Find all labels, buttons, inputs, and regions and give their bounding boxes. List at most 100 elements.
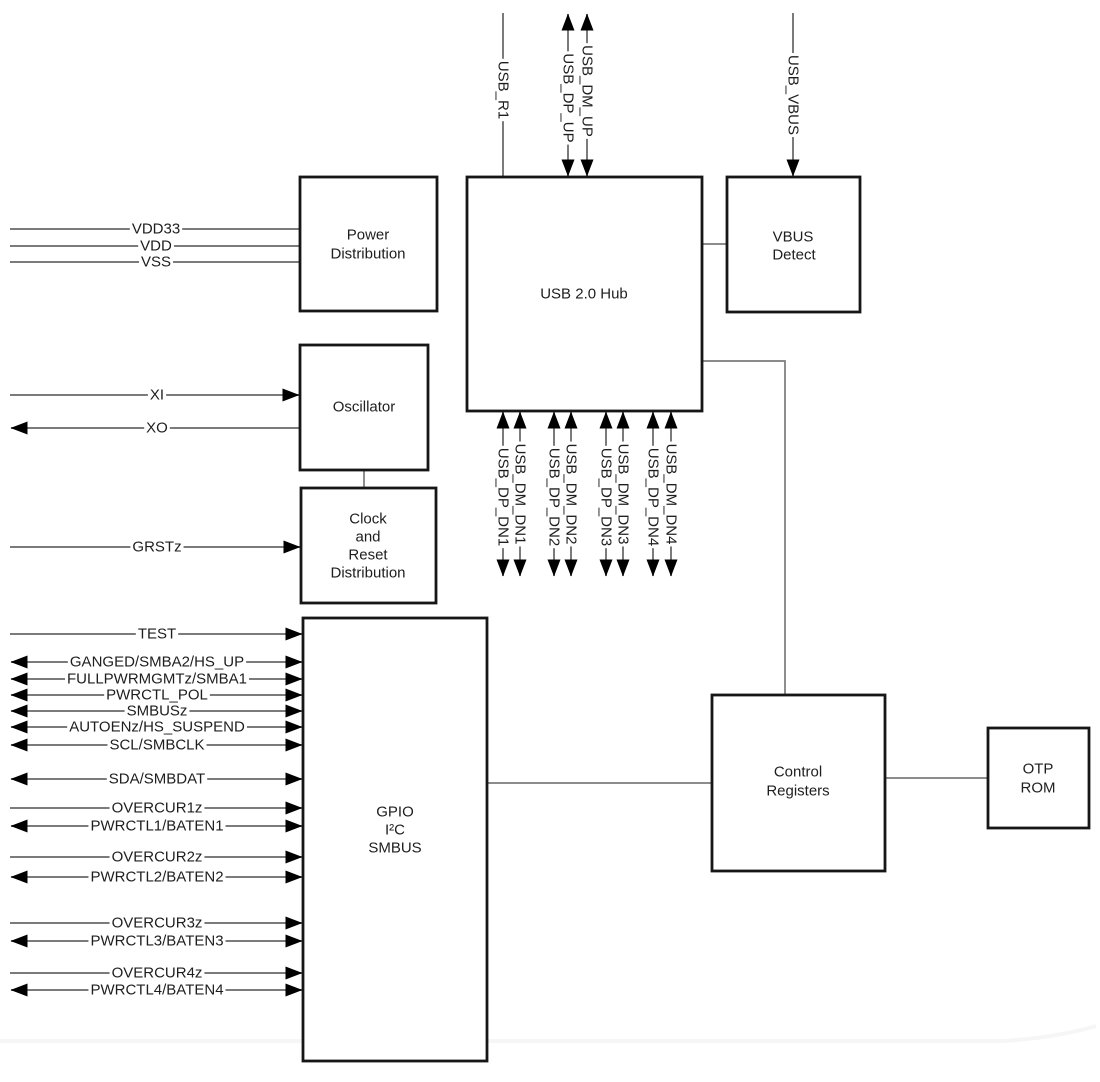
signal-label-usb-vbus: USB_VBUS <box>785 55 802 135</box>
control-registers-label: Control <box>774 764 822 781</box>
clock-reset-distribution-box <box>299 486 438 605</box>
gpio-signals: TEST GANGED/SMBA2/HS_UP FULLPWRMGMTz/SMB… <box>10 625 303 999</box>
block-connectors <box>363 243 988 784</box>
downstream-signals: USB_DP_DN1 USB_DM_DN1 USB_DP_DN2 USB_DM_… <box>494 411 680 577</box>
gpio-label: I²C <box>385 822 405 839</box>
label-background <box>662 441 680 547</box>
faint-watermark-edge <box>0 1024 1097 1043</box>
signal-label-pwrctl-pol: PWRCTL_POL <box>106 687 208 704</box>
label-background <box>67 718 247 736</box>
signal-label-xi: XI <box>150 387 164 404</box>
label-background <box>147 386 167 404</box>
signal-label-usb-dm-dn4: USB_DM_DN4 <box>663 444 680 545</box>
label-background <box>614 441 632 547</box>
control-registers-label: Registers <box>766 783 829 800</box>
label-background <box>104 686 210 704</box>
label-background <box>124 702 190 720</box>
otp-rom-box <box>986 726 1091 830</box>
label-background <box>109 964 205 982</box>
signal-label-usb-dp-dn1: USB_DP_DN1 <box>495 448 512 546</box>
label-background <box>138 253 174 271</box>
signal-label-pwrctl4: PWRCTL4/BATEN4 <box>90 982 223 999</box>
label-background <box>545 445 563 549</box>
label-background <box>129 220 183 238</box>
signal-label-usb-dm-dn1: USB_DM_DN1 <box>512 444 529 545</box>
otp-rom-label: OTP <box>1023 761 1054 778</box>
label-background <box>106 770 208 788</box>
label-background <box>597 445 615 549</box>
signal-label-vss: VSS <box>141 254 171 271</box>
signal-label-vdd33: VDD33 <box>132 221 180 238</box>
label-background <box>138 237 175 255</box>
vbus-detect-box <box>725 175 862 314</box>
clock-reset-label: Reset <box>348 547 388 564</box>
signal-label-test: TEST <box>138 626 176 643</box>
label-background <box>144 419 170 437</box>
clock-reset-distribution-block: Clock and Reset Distribution <box>299 486 438 605</box>
gpio-label: GPIO <box>376 804 414 821</box>
gpio-i2c-smbus-block: GPIO I²C SMBUS <box>301 616 489 1063</box>
gpio-label: SMBUS <box>368 840 421 857</box>
vbus-detect-block: VBUS Detect <box>725 175 862 314</box>
power-distribution-label: Power <box>347 227 390 244</box>
usb-hub-box <box>465 175 704 413</box>
label-background <box>559 51 577 145</box>
signal-label-usb-r1: USB_R1 <box>495 61 512 119</box>
signal-label-vdd: VDD <box>140 238 172 255</box>
signal-label-pwrctl2: PWRCTL2/BATEN2 <box>90 869 223 886</box>
label-background <box>67 653 247 671</box>
label-background <box>107 736 207 754</box>
reset-signals: GRSTz <box>10 538 301 556</box>
connector-hub-to-control-registers <box>702 360 786 695</box>
signal-label-usb-dm-dn2: USB_DM_DN2 <box>563 444 580 545</box>
signal-label-ganged: GANGED/SMBA2/HS_UP <box>70 654 244 671</box>
control-registers-block: Control Registers <box>710 693 887 873</box>
label-background <box>88 868 226 886</box>
label-background <box>644 445 662 549</box>
label-background <box>109 914 205 932</box>
label-background <box>562 441 580 547</box>
blocks: Power Distribution Oscillator Clock and … <box>298 175 1091 1063</box>
signal-label-usb-dm-up: USB_DM_UP <box>579 45 596 137</box>
signal-label-overcur1z: OVERCUR1z <box>112 800 203 817</box>
signal-label-usb-dp-dn3: USB_DP_DN3 <box>598 448 615 546</box>
signal-label-autoenz: AUTOENz/HS_SUSPEND <box>69 719 245 736</box>
power-distribution-label: Distribution <box>330 246 405 263</box>
label-background <box>130 538 184 556</box>
signal-label-sda: SDA/SMBDAT <box>109 771 205 788</box>
label-background <box>109 848 205 866</box>
power-signals: VDD33 VDD VSS <box>10 220 300 271</box>
label-background <box>135 625 179 643</box>
clock-reset-label: and <box>355 529 380 546</box>
signal-label-fullpwrmgmtz: FULLPWRMGMTz/SMBA1 <box>67 671 247 688</box>
otp-rom-label: ROM <box>1021 780 1056 797</box>
oscillator-label: Oscillator <box>333 399 396 416</box>
label-background <box>494 445 512 549</box>
signal-label-overcur3z: OVERCUR3z <box>112 915 203 932</box>
signal-label-smbusz: SMBUSz <box>127 703 188 720</box>
control-registers-box <box>710 693 887 873</box>
signal-label-usb-dp-dn4: USB_DP_DN4 <box>645 448 662 546</box>
label-background <box>88 932 226 950</box>
label-background <box>88 981 226 999</box>
label-background <box>578 43 596 139</box>
signal-label-overcur2z: OVERCUR2z <box>112 849 203 866</box>
signal-label-scl: SCL/SMBCLK <box>109 737 204 754</box>
usb-hub-block: USB 2.0 Hub <box>465 175 704 413</box>
signal-label-usb-dp-up: USB_DP_UP <box>560 53 577 142</box>
gpio-i2c-smbus-box <box>301 616 489 1063</box>
label-background <box>511 441 529 547</box>
signal-label-grstz: GRSTz <box>132 539 181 556</box>
signal-label-usb-dm-dn3: USB_DM_DN3 <box>615 444 632 545</box>
label-background <box>109 799 205 817</box>
power-distribution-block: Power Distribution <box>298 175 439 313</box>
clock-reset-label: Distribution <box>330 565 405 582</box>
oscillator-signals: XI XO <box>10 386 300 437</box>
oscillator-box <box>298 343 430 472</box>
signal-label-usb-dp-dn2: USB_DP_DN2 <box>546 448 563 546</box>
signal-label-pwrctl1: PWRCTL1/BATEN1 <box>90 818 223 835</box>
vbus-detect-label: Detect <box>772 247 816 264</box>
clock-reset-label: Clock <box>349 511 387 528</box>
